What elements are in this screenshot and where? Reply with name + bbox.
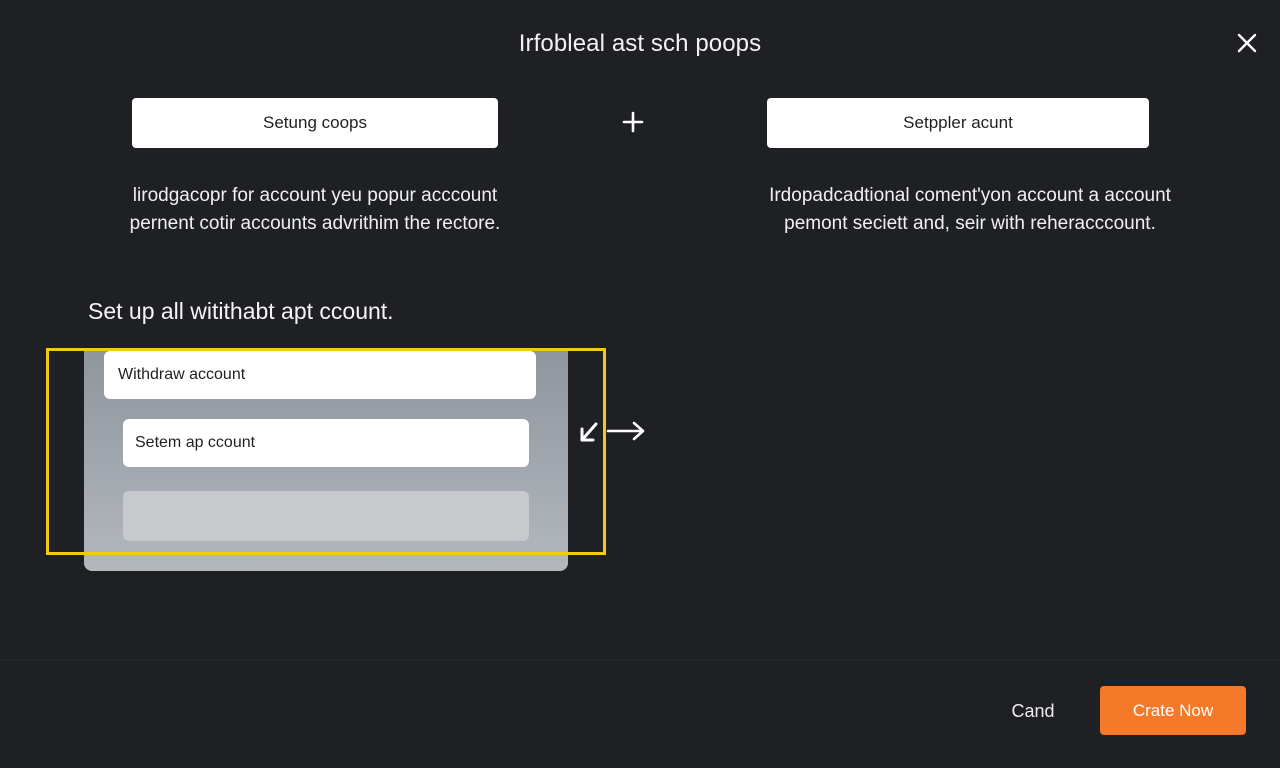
option-right-description-line1: Irdopadcadtional coment'yon account a ac… — [769, 185, 1171, 206]
option-left-label: Setung coops — [263, 113, 367, 132]
close-button[interactable] — [1232, 28, 1262, 58]
option-right-description-line2: pemont seciett and, seir with reheraccco… — [784, 213, 1156, 234]
option-right-button[interactable]: Setppler acunt — [767, 98, 1149, 148]
withdraw-account-field-label: Withdraw account — [118, 366, 246, 383]
footer-divider — [0, 660, 1280, 661]
empty-field[interactable] — [123, 491, 529, 541]
withdraw-account-field[interactable]: Withdraw account — [104, 351, 536, 399]
setup-account-field[interactable]: Setem ap ccount — [123, 419, 529, 467]
option-left-description-line1: lirodgacopr for account yeu popur acccou… — [132, 185, 498, 206]
close-icon — [1237, 33, 1257, 53]
setup-section-label: Set up all witithabt apt ccount. — [88, 298, 394, 324]
option-left-description: lirodgacopr for account yeu popur acccou… — [100, 182, 530, 238]
resize-arrows-icon — [580, 421, 645, 442]
plus-icon — [620, 109, 646, 135]
cancel-button[interactable]: Cand — [1000, 690, 1066, 732]
option-left-description-line2: pernent cotir accounts advrithim the rec… — [129, 213, 501, 234]
cancel-button-label: Cand — [1011, 700, 1055, 721]
dialog-title: Irfobleal ast sch poops — [518, 30, 762, 57]
resize-handle[interactable] — [578, 416, 650, 448]
setup-account-field-label: Setem ap ccount — [135, 434, 256, 451]
option-right-description: Irdopadcadtional coment'yon account a ac… — [740, 182, 1200, 238]
option-left-button[interactable]: Setung coops — [132, 98, 498, 148]
option-right-label: Setppler acunt — [903, 113, 1013, 132]
create-now-button-label: Crate Now — [1132, 700, 1214, 720]
create-now-button[interactable]: Crate Now — [1100, 686, 1246, 735]
